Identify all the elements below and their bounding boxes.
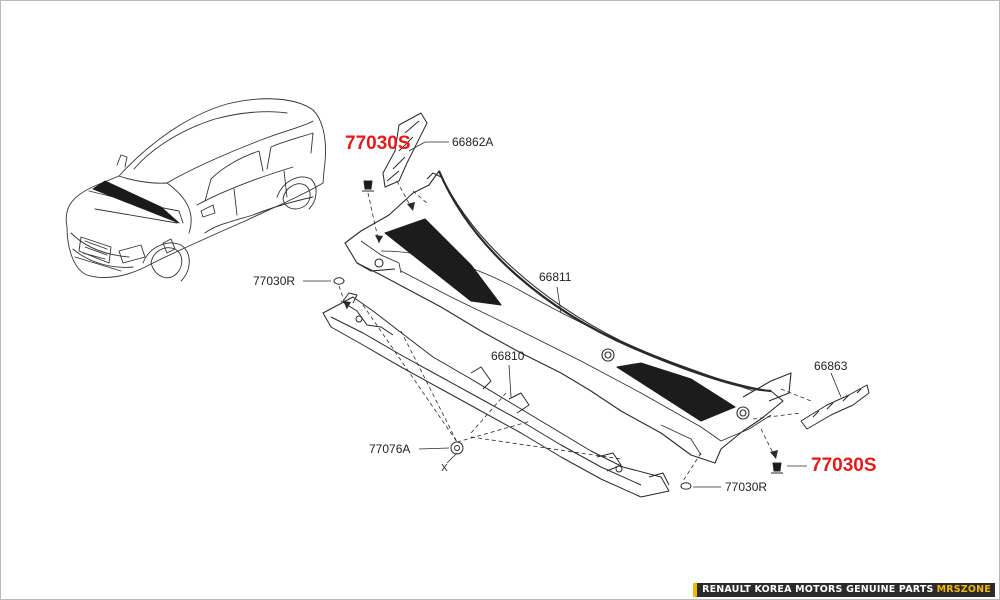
label-cowl-lower-panel-66810: 66810: [491, 349, 525, 363]
grommet-77076a-icon: [450, 441, 464, 455]
label-x-mark: X: [441, 463, 448, 474]
label-cowl-top-panel-66811: 66811: [539, 270, 572, 284]
assembly-arrows: [343, 202, 778, 459]
label-clip-77030r-left: 77030R: [253, 274, 295, 288]
watermark-text: RENAULT KOREA MOTORS GENUINE PARTS: [697, 583, 937, 597]
upper-screen-66862a-drawing: [382, 112, 428, 188]
label-clip-77030s-top: 77030S: [345, 133, 411, 154]
watermark-accent-bar: [693, 583, 698, 597]
clip-77030r-bottom-icon: [680, 482, 692, 490]
leader-lines: [303, 141, 842, 488]
label-screen-66863: 66863: [814, 359, 848, 373]
watermark-brand: MRSZONE: [936, 583, 995, 597]
label-clip-77030r-bottom: 77030R: [725, 480, 767, 494]
clip-77030r-left-icon: [333, 277, 345, 285]
fastener-icons: [333, 180, 783, 490]
label-screen-66862a: 66862A: [452, 135, 493, 149]
cowl-top-panel-66811-drawing: [344, 170, 792, 464]
label-clip-77030s-bottom: 77030S: [811, 455, 877, 476]
right-screen-66863-drawing: [800, 384, 870, 430]
watermark-banner: RENAULT KOREA MOTORS GENUINE PARTS MRSZO…: [693, 583, 995, 597]
car-illustration: [65, 98, 326, 282]
cowl-lower-panel-66810-drawing: [322, 292, 670, 498]
label-grommet-77076a: 77076A: [369, 442, 410, 456]
clip-77030s-bottom-icon: [771, 462, 783, 474]
clip-77030s-top-icon: [362, 180, 374, 192]
